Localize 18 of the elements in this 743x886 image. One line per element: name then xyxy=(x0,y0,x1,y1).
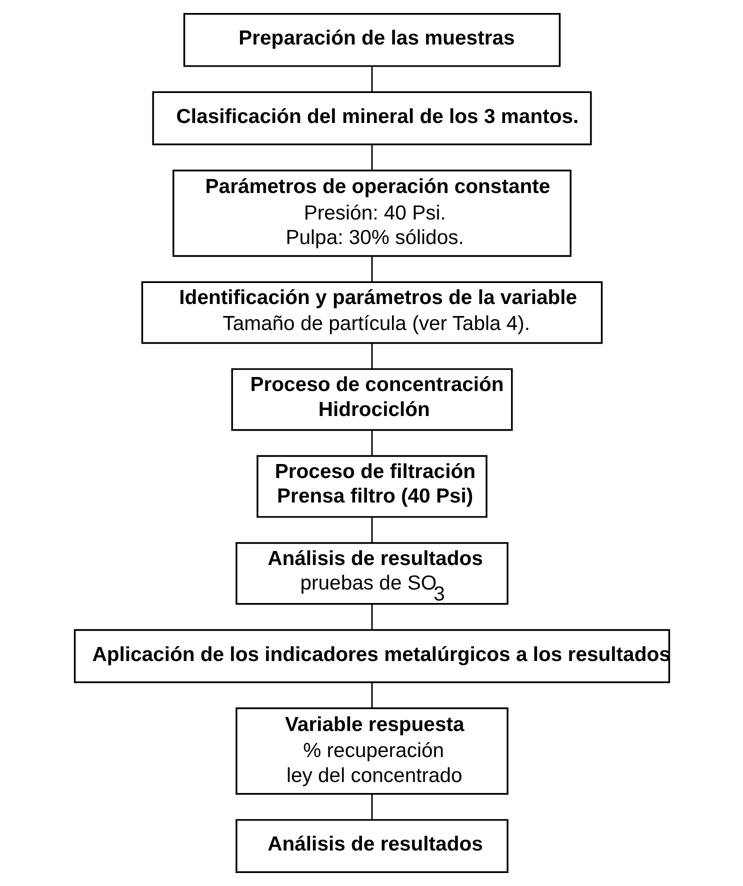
node-box: Proceso de concentración Hidrociclón xyxy=(230,368,512,431)
connector xyxy=(370,604,372,630)
connector xyxy=(370,343,372,369)
connector xyxy=(370,144,372,170)
node-box: Variable respuesta % recuperación ley del concentrado xyxy=(235,707,508,795)
node-box: Parámetros de operación constante Presión: 40 Psi. Pulpa: 30% sólidos. xyxy=(172,170,571,257)
connector xyxy=(370,517,372,542)
node-box: Proceso de filtración Prensa filtro (40 Psi) xyxy=(256,455,487,518)
connector xyxy=(370,682,372,708)
node-box: Clasificación del mineral de los 3 mantos. xyxy=(152,91,592,146)
node-box: Identificación y parámetros de la variable Tamaño de partícula (ver Tabla 4). xyxy=(140,281,602,344)
connector xyxy=(370,794,372,820)
node-box: Análisis de resultados xyxy=(235,819,508,873)
connector xyxy=(370,430,372,456)
connector xyxy=(370,256,372,282)
node-box: Aplicación de los indicadores metalúrgicos a los resultados xyxy=(73,629,670,684)
node-box: Preparación de las muestras xyxy=(182,13,560,67)
connector xyxy=(370,66,372,92)
